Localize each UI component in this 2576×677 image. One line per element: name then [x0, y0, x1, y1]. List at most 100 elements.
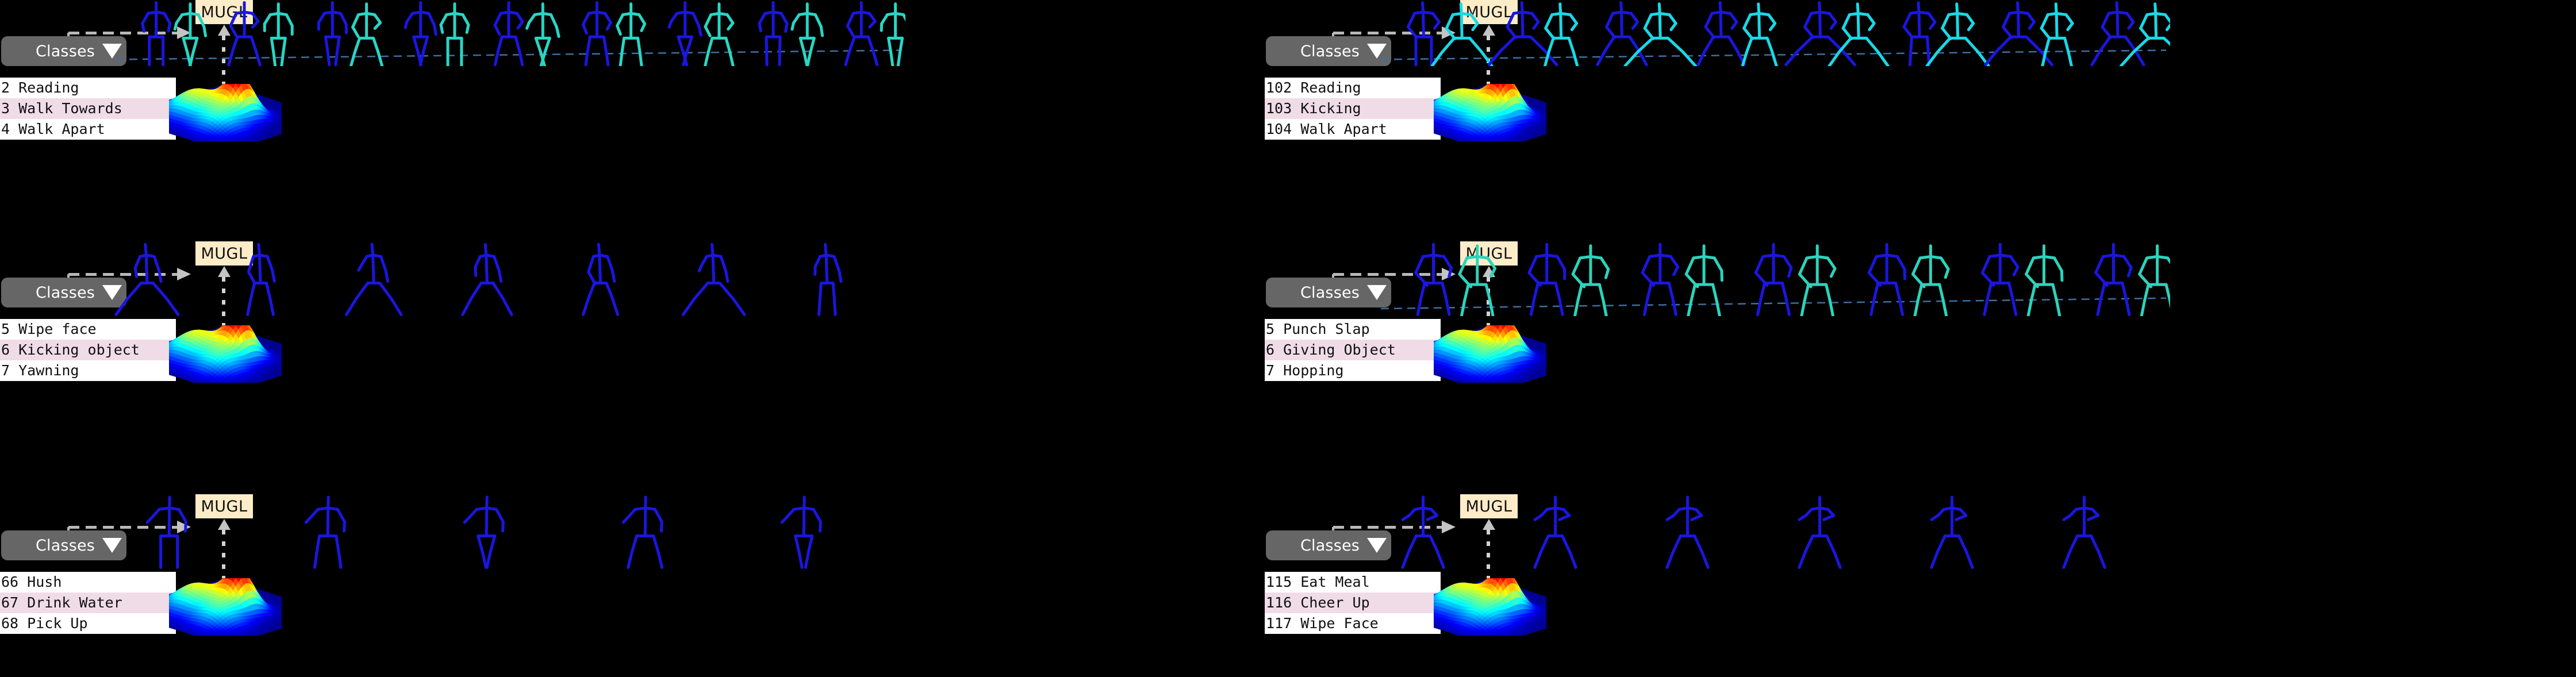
- latent-gaussian-surface-plot: [1434, 84, 1546, 141]
- class-list-item[interactable]: 104 Walk Apart: [1265, 119, 1441, 140]
- gauss-surface-cell: [1510, 140, 1516, 141]
- skeleton-figure: [1696, 1, 1746, 66]
- gauss-surface-cell: [228, 140, 233, 141]
- skeleton-figure: [1596, 1, 1648, 66]
- gauss-surface-cell: [1544, 109, 1546, 111]
- class-list-item[interactable]: 7 Yawning: [0, 360, 176, 381]
- gauss-surface-cell: [169, 372, 171, 375]
- class-list-item-id: 5: [1, 321, 10, 337]
- gauss-surface-cell: [191, 139, 197, 141]
- class-list-item-id: 4: [1, 121, 10, 137]
- gauss-surface-cell: [169, 368, 171, 370]
- dashed-connector-line: [1333, 273, 1444, 276]
- classes-dropdown-button[interactable]: Classes: [1266, 278, 1391, 307]
- class-list-item-label: Punch Slap: [1283, 321, 1370, 337]
- chevron-down-icon[interactable]: [1367, 44, 1387, 59]
- mugl-model-box: MUGL: [1460, 0, 1518, 24]
- class-list-item-selected[interactable]: 3 Walk Towards: [0, 98, 176, 119]
- gauss-surface-cell: [279, 121, 282, 123]
- gauss-surface-cell: [279, 368, 282, 370]
- class-list-item[interactable]: 5 Punch Slap: [1265, 319, 1441, 340]
- gauss-surface-cell: [1482, 139, 1488, 141]
- class-list-item-label: Giving Object: [1283, 341, 1396, 358]
- class-list-item-selected[interactable]: 103 Kicking: [1265, 98, 1441, 119]
- skeleton-figure: [880, 2, 905, 66]
- class-list-item[interactable]: 7 Hopping: [1265, 360, 1441, 381]
- gauss-surface-cell: [279, 128, 282, 130]
- class-list-item-id: 104: [1266, 121, 1292, 137]
- class-list-item-selected[interactable]: 6 Kicking object: [0, 340, 176, 360]
- latent-gaussian-surface-plot: [169, 84, 282, 141]
- gauss-surface-cell: [169, 370, 171, 372]
- skeleton-figure: [1741, 2, 1778, 66]
- gauss-surface-cell: [279, 344, 282, 346]
- gauss-surface-cell: [199, 139, 205, 141]
- gauss-surface-cell: [279, 352, 282, 355]
- gauss-surface-cell: [279, 123, 282, 125]
- gauss-surface-cell: [198, 382, 201, 383]
- classes-dropdown-button[interactable]: Classes: [1, 36, 126, 66]
- gauss-surface-cell: [169, 126, 171, 129]
- mugl-model-box: MUGL: [195, 241, 253, 266]
- gauss-surface-cell: [279, 374, 282, 375]
- gauss-surface-cell: [279, 349, 282, 351]
- class-list-item-label: Wipe face: [18, 321, 97, 337]
- gauss-surface-cell: [1518, 140, 1525, 141]
- class-list-item[interactable]: 2 Reading: [0, 78, 176, 98]
- skeleton-figure: [681, 243, 746, 316]
- gauss-surface-cell: [279, 370, 282, 372]
- class-list-item-selected[interactable]: 6 Giving Object: [1265, 340, 1441, 360]
- classes-dropdown-button[interactable]: Classes: [1266, 36, 1391, 66]
- skeleton-figure: [1543, 2, 1579, 66]
- class-list-item-label: Hopping: [1283, 362, 1344, 379]
- skeleton-figure: [582, 243, 619, 316]
- gauss-surface-cell: [1469, 139, 1475, 141]
- gauss-surface-cell: [235, 380, 241, 383]
- gauss-surface-cell: [240, 140, 247, 141]
- gauss-surface-cell: [1505, 140, 1511, 141]
- gauss-surface-cell: [235, 139, 241, 141]
- gauss-surface-cell: [240, 381, 247, 383]
- chevron-down-icon[interactable]: [102, 285, 122, 300]
- skeleton-figure: [1407, 1, 1441, 66]
- skeleton-figure: [1925, 2, 1990, 66]
- gauss-surface-cell: [1434, 126, 1436, 129]
- mugl-model-label: MUGL: [201, 244, 248, 263]
- gauss-surface-cell: [1544, 123, 1546, 125]
- skeleton-figure: [404, 1, 437, 66]
- skeleton-figure: [2040, 2, 2074, 66]
- gauss-surface-cell: [1544, 105, 1546, 106]
- class-list-item-id: 3: [1, 100, 10, 117]
- gauss-surface-cell: [1495, 139, 1501, 141]
- gauss-surface-cell: [1544, 111, 1546, 113]
- class-list-item[interactable]: 5 Wipe face: [0, 319, 176, 340]
- gauss-surface-cell: [1544, 128, 1546, 130]
- gauss-surface-cell: [208, 140, 213, 141]
- skeleton-figure: [317, 1, 348, 66]
- class-list-item-label: Walk Apart: [18, 121, 105, 137]
- chevron-down-icon[interactable]: [102, 44, 122, 59]
- skeleton-figure: [525, 2, 560, 66]
- classes-dropdown-label: Classes: [35, 42, 95, 60]
- skeleton-figure: [1430, 2, 1494, 66]
- gauss-surface-cell: [279, 348, 282, 349]
- chevron-down-icon[interactable]: [1367, 285, 1387, 300]
- gauss-surface-cell: [169, 124, 171, 126]
- class-list-item[interactable]: 4 Walk Apart: [0, 119, 176, 140]
- gauss-surface-cell: [279, 109, 282, 111]
- skeleton-figure: [246, 243, 276, 316]
- ground-depth-line: [1380, 49, 2167, 60]
- skeleton-figure: [704, 2, 735, 66]
- class-list-item-id: 2: [1, 79, 10, 96]
- classes-dropdown-button[interactable]: Classes: [1, 278, 126, 307]
- classes-dropdown-label: Classes: [1300, 283, 1360, 302]
- skeleton-figure: [758, 1, 789, 66]
- class-list-item-label: Reading: [1300, 79, 1361, 96]
- class-list-item-id: 7: [1, 362, 10, 379]
- class-list-item[interactable]: 102 Reading: [1265, 78, 1441, 98]
- gauss-surface-cell: [1500, 139, 1506, 141]
